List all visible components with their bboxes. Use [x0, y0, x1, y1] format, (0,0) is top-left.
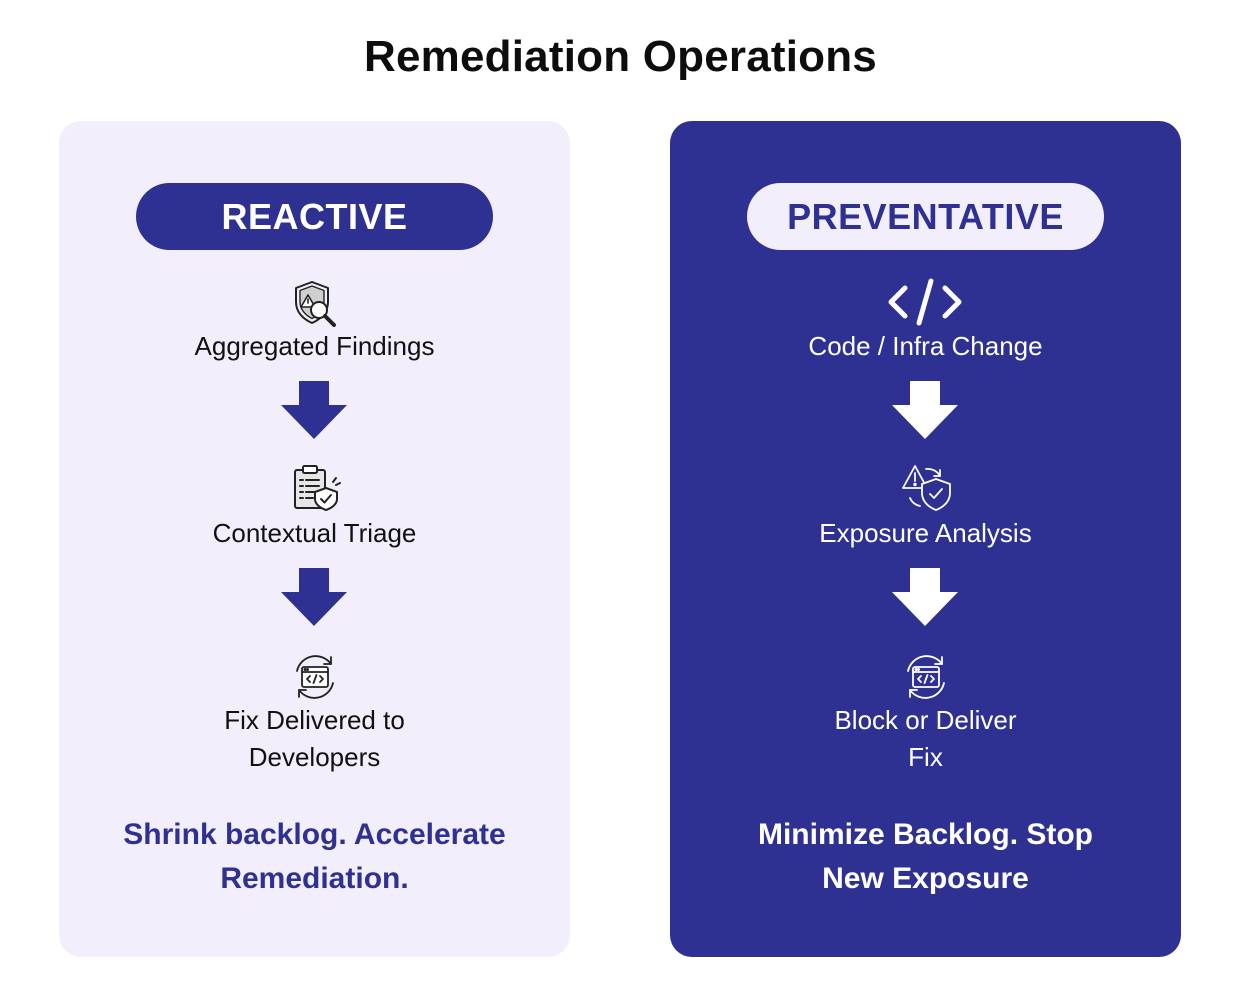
arrow-down-icon [892, 381, 958, 439]
arrow-down-icon [892, 568, 958, 626]
reactive-panel: REACTIVE Aggregated Findings Contextual … [59, 121, 570, 957]
code-window-refresh-icon [289, 651, 341, 703]
preventative-panel: PREVENTATIVE Code / Infra Change Exposur… [670, 121, 1181, 957]
reactive-step-2: Contextual Triage [212, 518, 417, 548]
reactive-label: REACTIVE [136, 183, 493, 250]
preventative-step-3: Block or Deliver Fix [834, 705, 1017, 772]
reactive-step-1: Aggregated Findings [194, 331, 435, 361]
clipboard-checklist-shield-icon [289, 462, 341, 514]
reactive-tagline: Shrink backlog. Accelerate Remediation. [123, 818, 506, 895]
preventative-label: PREVENTATIVE [747, 183, 1104, 250]
page-title: Remediation Operations [364, 32, 877, 81]
preventative-tagline: Minimize Backlog. Stop New Exposure [757, 818, 1094, 895]
shield-warning-magnifier-icon [289, 278, 341, 330]
arrow-down-icon [281, 381, 347, 439]
code-brackets-icon [887, 276, 963, 328]
preventative-step-1: Code / Infra Change [808, 331, 1043, 361]
reactive-step-3: Fix Delivered to Developers [224, 705, 405, 772]
code-window-refresh-icon [900, 651, 952, 703]
warning-shield-check-icon [900, 462, 952, 514]
preventative-step-2: Exposure Analysis [819, 518, 1032, 548]
arrow-down-icon [281, 568, 347, 626]
